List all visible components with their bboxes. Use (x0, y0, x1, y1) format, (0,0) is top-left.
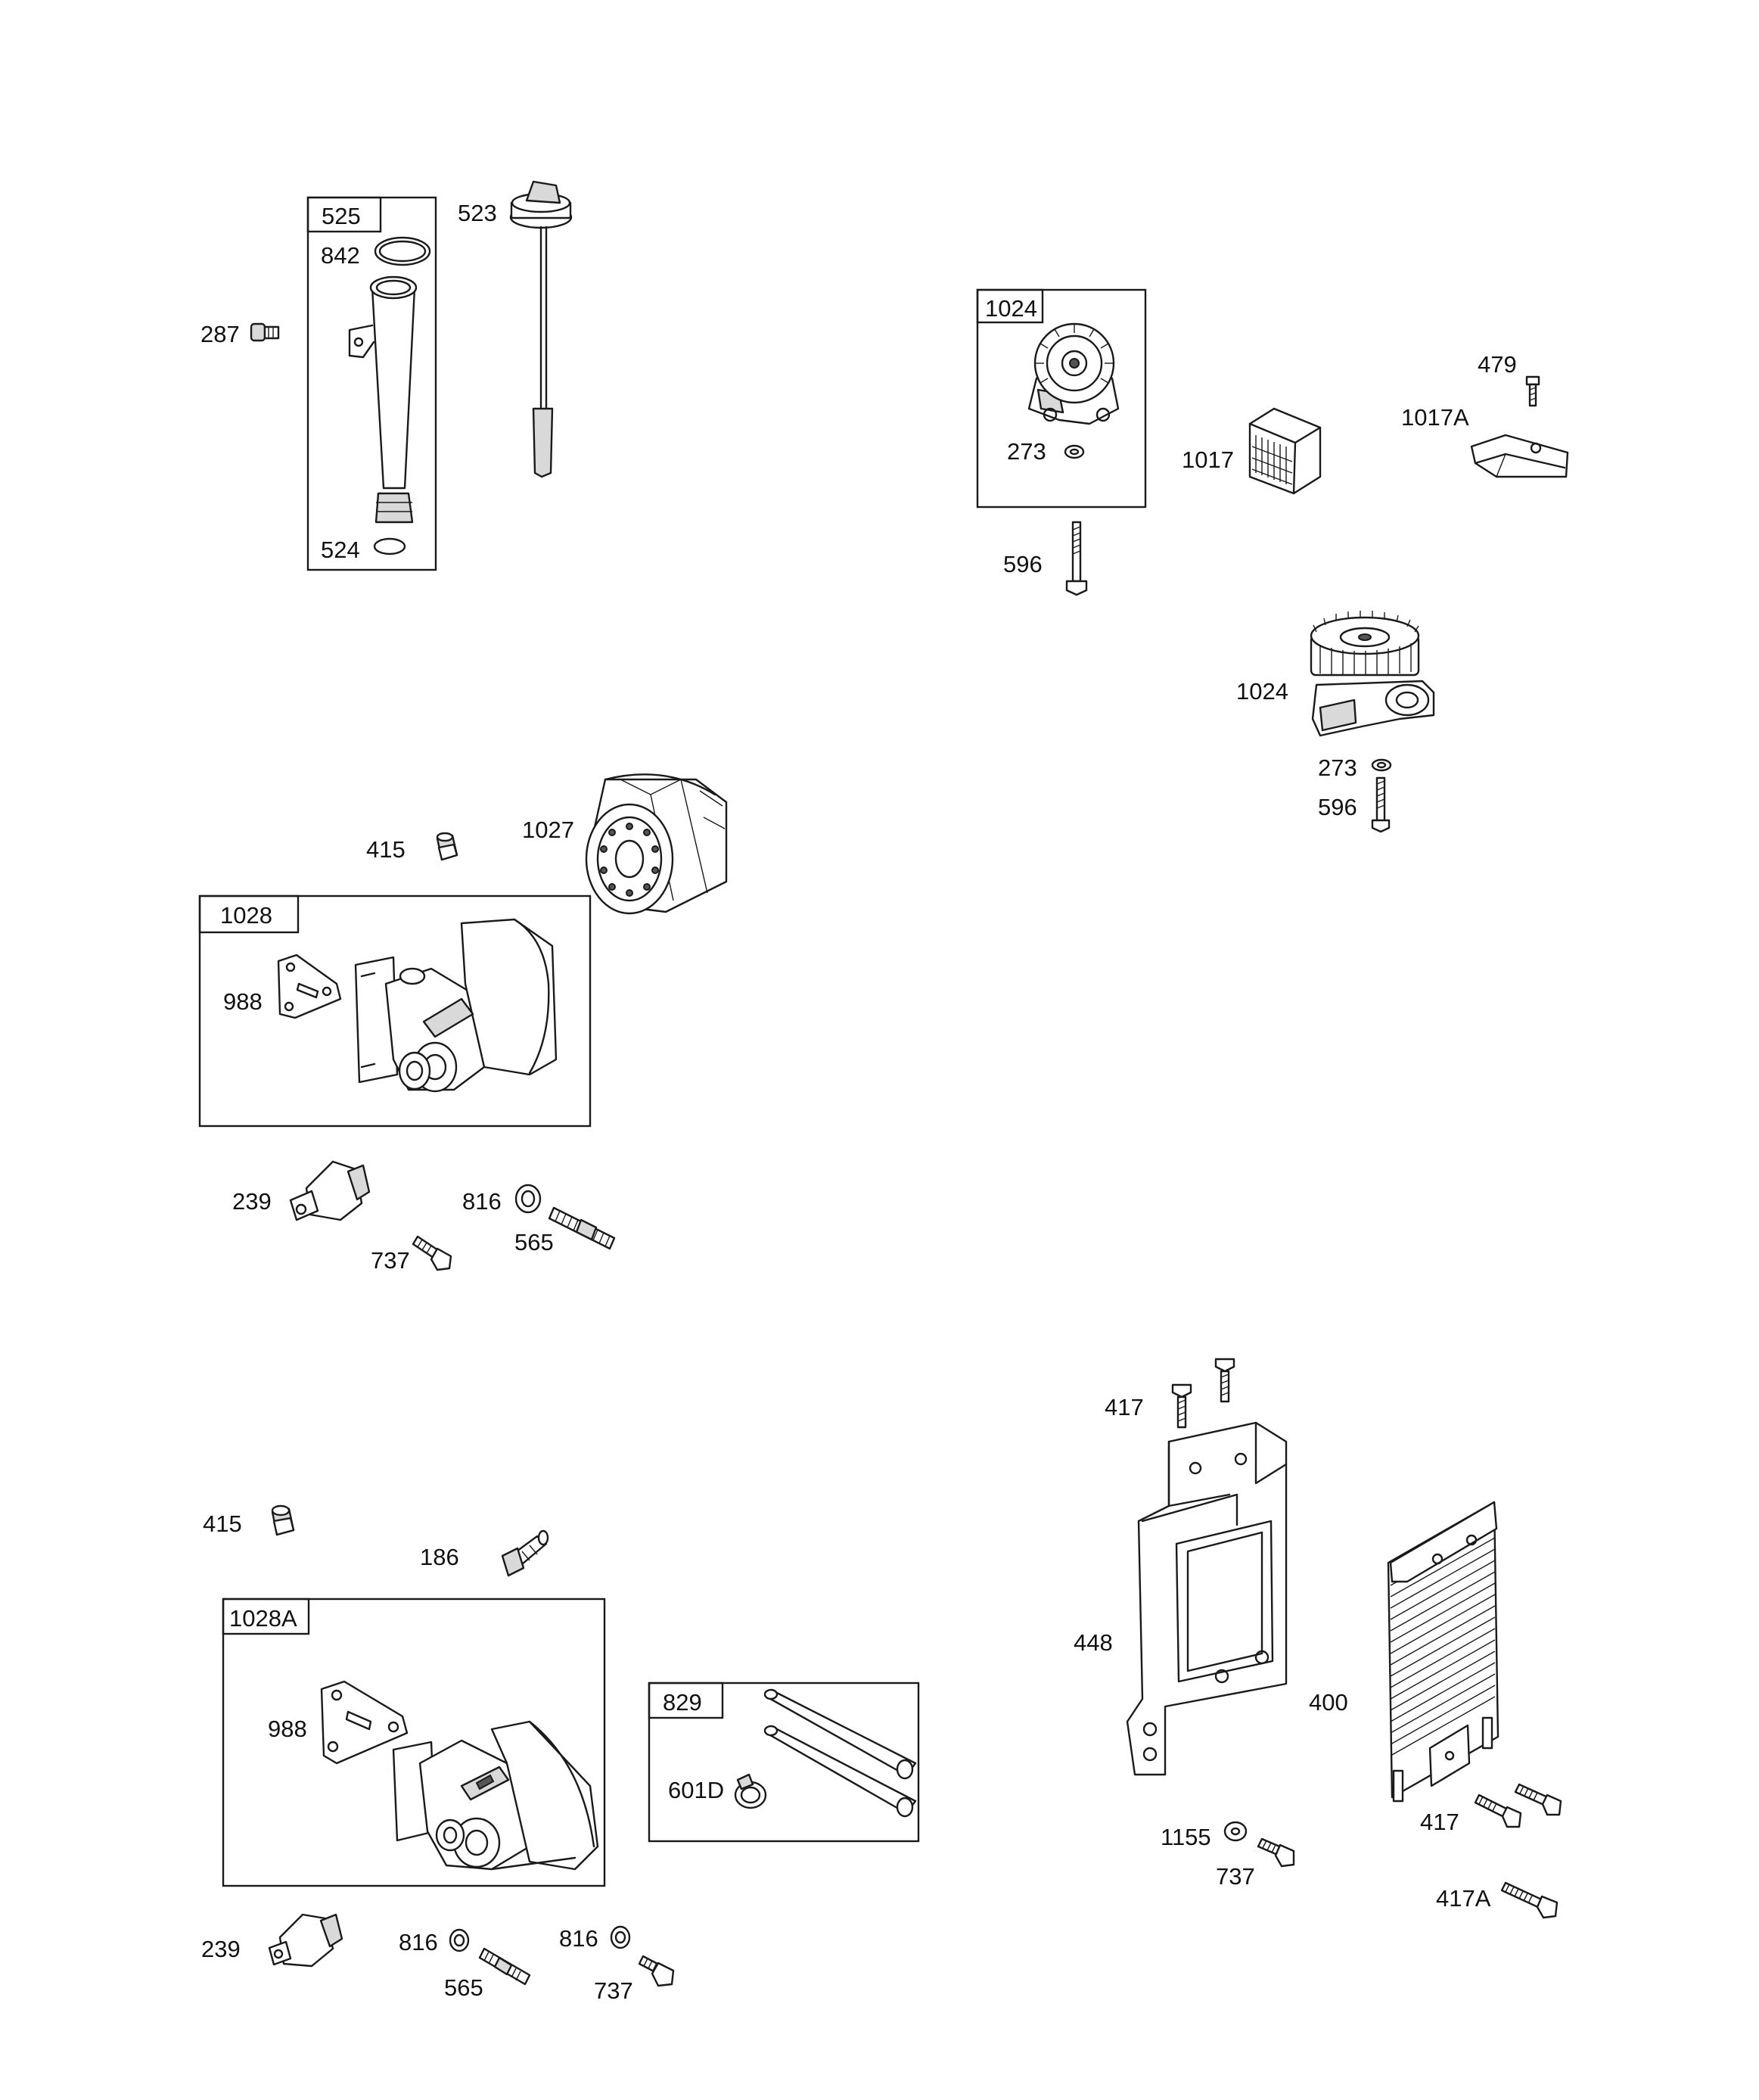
label-596-top: 596 (1003, 551, 1043, 577)
oil-filter-adapter-1028A-icon (392, 1720, 599, 1871)
label-601D: 601D (668, 1777, 724, 1803)
label-417A: 417A (1436, 1885, 1491, 1912)
kit-1028A-group: 1028A 988 (222, 1598, 606, 1887)
oil-pump-1024-icon (1310, 611, 1435, 737)
bolt-737-b-icon (638, 1955, 675, 1987)
label-988-b: 988 (268, 1716, 307, 1742)
label-400: 400 (1309, 1689, 1348, 1716)
kit-1024-frame (976, 288, 1147, 509)
bolt-737-c-icon (1257, 1837, 1295, 1868)
label-1017A: 1017A (1401, 404, 1469, 431)
oil-cooler-400-icon (1387, 1501, 1500, 1803)
label-1024-kit: 1024 (985, 295, 1037, 322)
bracket-1017A-icon (1470, 434, 1569, 478)
label-816-a: 816 (462, 1188, 502, 1215)
label-829: 829 (663, 1689, 702, 1716)
bolt-417A-icon (1500, 1881, 1559, 1919)
label-1024: 1024 (1236, 678, 1288, 705)
label-737-b: 737 (594, 1977, 633, 2004)
washer-816-b-icon (449, 1928, 470, 1952)
oil-filter-adapter-1028-icon (354, 918, 558, 1093)
oil-filter-1027-icon (585, 773, 728, 915)
label-524: 524 (321, 537, 360, 563)
label-737-a: 737 (371, 1247, 410, 1274)
kit-829-tag (648, 1682, 724, 1719)
label-448: 448 (1074, 1629, 1113, 1656)
dipstick-523-icon (509, 180, 573, 478)
kit-1028-frame (198, 894, 592, 1128)
label-417-top: 417 (1105, 1394, 1144, 1420)
label-239-b: 239 (201, 1936, 241, 1962)
bolt-596-top-icon (1065, 521, 1088, 596)
gasket-988-a-icon (277, 954, 342, 1019)
screw-479-icon (1525, 375, 1540, 407)
clamp-601D-icon (734, 1773, 767, 1809)
bolts-417-top-icon (1171, 1358, 1235, 1429)
label-565-b: 565 (444, 1974, 483, 2001)
label-523: 523 (458, 200, 497, 226)
bolts-417-right-icon (1474, 1783, 1562, 1828)
o-ring-842-icon (374, 236, 431, 266)
stud-565-a-icon (548, 1206, 616, 1250)
plug-415-a-icon (436, 832, 458, 861)
label-737-c: 737 (1216, 1863, 1255, 1890)
fitting-186-icon (501, 1529, 549, 1577)
kit-1028-group: 1028 988 (198, 894, 592, 1128)
kit-1028A-frame (222, 1598, 606, 1887)
switch-239-a-icon (289, 1160, 371, 1221)
label-415-a: 415 (366, 836, 406, 863)
label-273-kit: 273 (1007, 438, 1046, 465)
dipstick-tube-icon (348, 275, 418, 524)
label-417-right: 417 (1420, 1809, 1459, 1835)
gasket-988-b-icon (320, 1680, 409, 1765)
label-273: 273 (1318, 754, 1357, 781)
plug-287-icon (250, 322, 280, 342)
kit-525-tag (306, 196, 382, 233)
screen-1017-icon (1248, 407, 1322, 495)
washer-816-a-icon (514, 1184, 542, 1214)
label-842: 842 (321, 242, 360, 269)
kit-1028-tag (198, 894, 300, 934)
kit-1024-group: 1024 273 (976, 288, 1147, 509)
washer-273-icon (1371, 758, 1392, 772)
label-596: 596 (1318, 794, 1357, 820)
stud-565-b-icon (478, 1947, 531, 1986)
label-988-a: 988 (223, 988, 263, 1015)
label-415-b: 415 (203, 1510, 242, 1537)
kit-829-frame (648, 1682, 920, 1843)
label-525: 525 (322, 203, 361, 229)
kit-1024-tag (976, 288, 1044, 324)
bracket-448-icon (1126, 1421, 1288, 1776)
label-816-b: 816 (399, 1929, 438, 1955)
label-1028A: 1028A (229, 1605, 297, 1632)
label-1017: 1017 (1182, 446, 1234, 473)
plug-415-b-icon (271, 1504, 295, 1536)
kit-525-group: 525 842 524 (306, 196, 437, 571)
switch-239-b-icon (268, 1913, 343, 1968)
washer-273-kit-icon (1064, 444, 1085, 459)
label-1027: 1027 (522, 817, 574, 843)
label-239-a: 239 (232, 1188, 272, 1215)
label-816-c: 816 (559, 1925, 598, 1952)
label-479: 479 (1478, 351, 1517, 378)
o-ring-524-icon (373, 537, 406, 555)
kit-1028A-tag (222, 1598, 310, 1635)
bolt-737-a-icon (412, 1235, 452, 1271)
label-287: 287 (200, 321, 240, 347)
label-1028: 1028 (220, 902, 272, 929)
washer-1155-icon (1223, 1821, 1248, 1842)
washer-816-c-icon (610, 1925, 631, 1949)
oil-pump-small-icon (1027, 322, 1120, 425)
label-565-a: 565 (514, 1229, 554, 1255)
label-186: 186 (420, 1544, 459, 1570)
hose-829-icon (763, 1688, 917, 1818)
bolt-596-icon (1371, 776, 1391, 833)
kit-829-group: 829 601D (648, 1682, 920, 1843)
label-1155: 1155 (1161, 1824, 1211, 1850)
